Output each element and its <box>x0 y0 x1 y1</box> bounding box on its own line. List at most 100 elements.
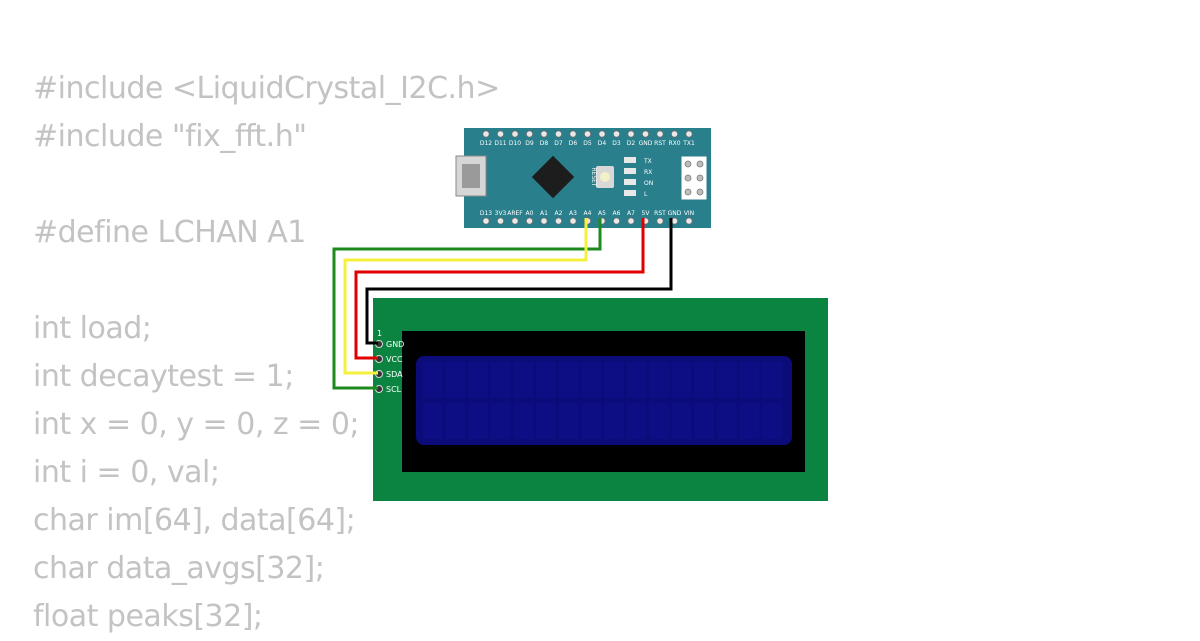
pin-hole-icon[interactable] <box>641 130 650 138</box>
arduino-board <box>464 128 711 228</box>
lcd-pin-label: GND <box>386 340 404 349</box>
pin-hole-icon[interactable] <box>496 217 505 225</box>
pin-hole-icon[interactable] <box>569 217 577 225</box>
code-line: #define LCHAN A1 <box>33 215 306 250</box>
wire-gnd[interactable] <box>365 218 673 345</box>
pin-label: A1 <box>540 210 548 217</box>
pin-label: A3 <box>569 210 577 217</box>
led-rx-icon <box>624 168 636 174</box>
wires <box>332 218 673 390</box>
lcd-cell <box>468 362 489 398</box>
lcd-cell <box>513 403 534 439</box>
icsp-pins <box>684 160 704 196</box>
pin-hole-icon[interactable] <box>482 217 490 225</box>
lcd-cell <box>649 403 669 439</box>
led-tx-icon <box>624 157 636 163</box>
icsp-pin-icon <box>696 160 704 168</box>
lcd-cell <box>694 403 715 439</box>
pin-hole-icon[interactable] <box>656 217 664 225</box>
lcd-cell <box>423 362 443 398</box>
pin-hole-icon[interactable] <box>685 217 693 225</box>
code-line: float peaks[32]; <box>33 599 263 634</box>
pin-hole-icon[interactable] <box>511 217 519 225</box>
pin-hole-icon[interactable] <box>612 130 621 138</box>
icsp-pin-icon <box>684 174 692 182</box>
pin-label: A2 <box>555 210 563 217</box>
reset-button-cap-icon <box>600 172 610 182</box>
pin-label: RX0 <box>668 140 680 147</box>
pin-label: D5 <box>583 140 592 147</box>
lcd-cell <box>536 403 556 439</box>
pin-label: A4 <box>584 210 592 217</box>
icsp-pin-icon <box>696 174 704 182</box>
pin-hole-icon[interactable] <box>496 130 505 138</box>
usb-port-icon <box>462 164 480 188</box>
lcd-pin-label: VCC <box>386 355 403 364</box>
led-label: TX <box>643 158 652 165</box>
pin-label: TX1 <box>682 140 695 147</box>
lcd-cell <box>694 362 715 398</box>
pin-hole-icon[interactable] <box>525 130 534 138</box>
pin-hole-icon[interactable] <box>670 130 679 138</box>
reset-label: RESET <box>590 167 597 187</box>
pin-hole-icon[interactable] <box>627 130 635 138</box>
icsp-pin-icon <box>696 188 704 196</box>
pin-hole-icon[interactable] <box>569 130 577 138</box>
lcd-cell <box>581 403 602 439</box>
led-label: ON <box>644 180 653 187</box>
wire-vcc[interactable] <box>354 218 645 360</box>
pin-label: D13 <box>480 210 492 217</box>
pin-label: VIN <box>684 210 694 217</box>
pin-label: D9 <box>525 140 534 147</box>
pin-hole-icon[interactable] <box>482 130 490 138</box>
pin-hole-icon[interactable] <box>598 130 606 138</box>
lcd-cell <box>739 362 760 398</box>
pin-hole-icon[interactable] <box>554 217 563 225</box>
lcd-pin1-label: 1 <box>377 329 382 338</box>
lcd-cell <box>762 362 782 398</box>
wire-sda[interactable] <box>343 218 588 375</box>
pin-label: RST <box>654 140 666 147</box>
pin-hole-icon[interactable] <box>627 217 635 225</box>
lcd-cell <box>716 362 737 398</box>
lcd-cell <box>649 362 669 398</box>
pin-label: D11 <box>494 140 506 147</box>
icsp-pin-icon <box>684 188 692 196</box>
pin-label: RST <box>654 210 666 217</box>
pin-label: 3V3 <box>495 210 507 217</box>
pin-hole-icon[interactable] <box>525 217 534 225</box>
pin-hole-icon[interactable] <box>540 130 548 138</box>
pin-hole-icon[interactable] <box>656 130 664 138</box>
wire-scl[interactable] <box>332 218 602 390</box>
lcd-cell <box>558 362 579 398</box>
pin-hole-icon[interactable] <box>612 217 621 225</box>
pin-label: D3 <box>612 140 621 147</box>
led-label: L <box>644 191 648 198</box>
pin-label: D7 <box>554 140 563 147</box>
pin-label: D12 <box>480 140 492 147</box>
pin-hole-icon[interactable] <box>583 130 592 138</box>
lcd-cell <box>626 362 647 398</box>
pin-hole-icon[interactable] <box>511 130 519 138</box>
code-line: char im[64], data[64]; <box>33 503 356 538</box>
pin-label: A5 <box>598 210 606 217</box>
pin-label: D8 <box>540 140 549 147</box>
lcd-cell <box>671 362 692 398</box>
pin-label: D10 <box>509 140 521 147</box>
lcd-cell <box>536 362 556 398</box>
pin-hole-icon[interactable] <box>685 130 693 138</box>
code-line: #include "fix_fft.h" <box>33 119 307 154</box>
lcd-cell <box>445 403 466 439</box>
lcd-cell <box>671 403 692 439</box>
led-on-icon <box>624 179 636 185</box>
code-line: #include <LiquidCrystal_I2C.h> <box>33 71 500 106</box>
pin-hole-icon[interactable] <box>540 217 548 225</box>
lcd-cell <box>513 362 534 398</box>
lcd-cell <box>603 403 624 439</box>
pin-hole-icon[interactable] <box>554 130 563 138</box>
code-line: int x = 0, y = 0, z = 0; <box>33 407 360 442</box>
